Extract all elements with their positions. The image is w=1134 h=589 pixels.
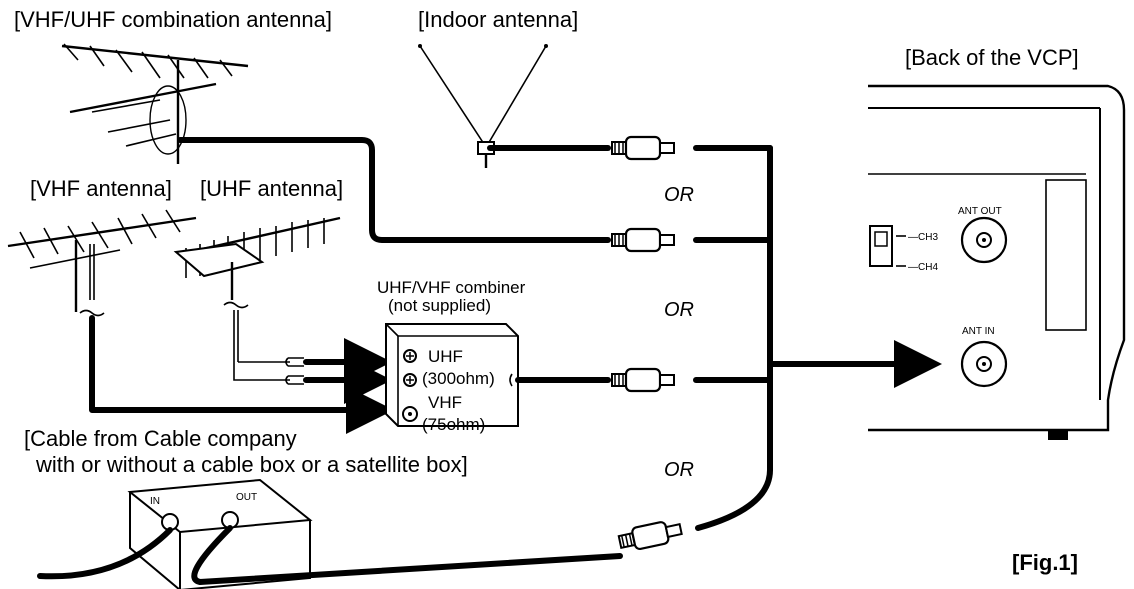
coax-plug-icon: [610, 227, 676, 253]
cable-box-output-cable: [191, 525, 623, 585]
combination-antenna-cable: [177, 137, 611, 243]
combiner-title-label: UHF/VHF combiner: [377, 278, 526, 297]
or-label-3: OR: [664, 459, 694, 481]
uhf-screw-terminal-icon: [403, 349, 417, 387]
coax-plug-icon: [610, 135, 676, 161]
vhf-antenna-icon: [7, 209, 197, 312]
combiner-vhf-impedance: (75ohm): [422, 415, 485, 434]
vhf-uhf-combination-antenna-icon: [61, 43, 249, 164]
cable-box-in-label: IN: [150, 496, 160, 507]
coax-plug-icon: [610, 367, 676, 393]
cable-box-out-label: OUT: [236, 492, 257, 503]
cable-box: [127, 478, 313, 589]
cable-break-mark: [223, 301, 249, 309]
ant-out-jack-icon: [960, 216, 1008, 264]
vhf-antenna-label: [VHF antenna]: [30, 176, 172, 201]
bus-cable-segment: [695, 467, 773, 531]
combiner-uhf-label: UHF: [428, 347, 463, 366]
ch4-label: —CH4: [908, 262, 938, 273]
cable-company-feed: [37, 527, 173, 580]
ch3-ch4-switch: [869, 225, 893, 267]
or-label-2: OR: [664, 299, 694, 321]
vhf-coax-port-icon: [402, 406, 418, 422]
combiner-uhf-impedance: (300ohm): [422, 369, 495, 388]
cable-company-label-line1: [Cable from Cable company: [24, 426, 297, 451]
combiner-output-fitting: [509, 373, 513, 387]
ant-in-jack-icon: [960, 340, 1008, 388]
combiner-note-label: (not supplied): [388, 296, 491, 315]
uhf-vhf-combiner: [385, 323, 519, 427]
ch3-label: —CH3: [908, 232, 938, 243]
back-of-vcp-label: [Back of the VCP]: [905, 45, 1079, 70]
vhf-uhf-combination-antenna-label: [VHF/UHF combination antenna]: [14, 7, 332, 32]
fork-terminal-icon: [285, 375, 304, 385]
vcp-back-panel: [868, 84, 1126, 440]
figure-label: [Fig.1]: [1012, 550, 1078, 575]
cable-break-mark: [79, 309, 105, 317]
coax-plug-icon: [616, 517, 685, 554]
indoor-antenna-icon: [418, 44, 548, 168]
ant-in-label: ANT IN: [962, 326, 995, 337]
or-label-1: OR: [664, 184, 694, 206]
indoor-antenna-label: [Indoor antenna]: [418, 7, 578, 32]
vhf-antenna-cable: [89, 315, 394, 434]
uhf-antenna-icon: [173, 216, 341, 381]
uhf-antenna-label: [UHF antenna]: [200, 176, 343, 201]
ant-out-label: ANT OUT: [958, 206, 1002, 217]
fork-terminal-icon: [285, 357, 304, 367]
combiner-vhf-label: VHF: [428, 393, 462, 412]
cable-company-label-line2: with or without a cable box or a satelli…: [35, 452, 468, 477]
